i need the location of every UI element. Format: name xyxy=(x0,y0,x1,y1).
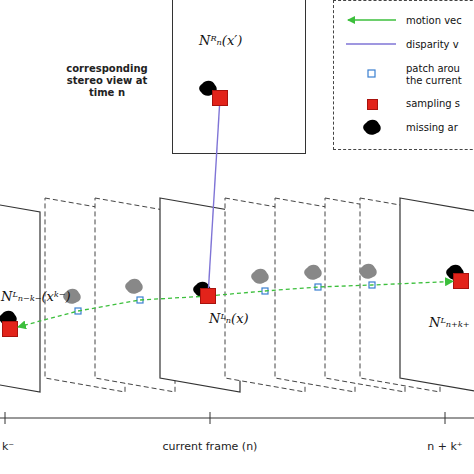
patch-square xyxy=(75,308,81,314)
patch-label: Nᴸₙ₋ₖ₋(xᵏ⁻) xyxy=(1,289,71,304)
patch-label: Nᴸₙ₊ₖ₊ xyxy=(429,315,470,330)
motion-vector xyxy=(18,297,200,327)
legend-text: patch arou the current xyxy=(406,63,468,87)
patch-square xyxy=(369,282,375,288)
sampling-square: Nᴸₙ₋ₖ₋(xᵏ⁻) xyxy=(2,321,18,337)
axis-tick xyxy=(445,412,446,424)
patch-label: Nᴿₙ(x′) xyxy=(199,33,242,48)
legend-text: disparity v xyxy=(406,39,468,51)
axis-label: n + k⁺ xyxy=(415,440,474,453)
sampling-square: Nᴸₙ(x) xyxy=(200,288,216,304)
stereo-view-frame: corresponding stereo view at time nNᴿₙ(x… xyxy=(172,0,306,154)
axis-label: current frame (n) xyxy=(150,440,270,453)
frame-heading: corresponding stereo view at time n xyxy=(63,63,151,99)
patch-square xyxy=(315,284,321,290)
legend-text: sampling s xyxy=(406,98,468,110)
disparity-vector xyxy=(209,106,220,288)
missing-area xyxy=(125,279,143,294)
legend-swatch xyxy=(367,99,378,110)
patch-label: Nᴸₙ(x) xyxy=(209,311,249,326)
missing-area xyxy=(251,269,269,284)
legend-box: motion vec disparity v patch arou the curr… xyxy=(333,0,474,150)
motion-vector xyxy=(216,281,453,295)
missing-area-sample xyxy=(363,120,381,135)
video-frame xyxy=(400,198,474,392)
legend-text: motion vec xyxy=(406,15,468,27)
disparity-vector-sample xyxy=(346,43,396,44)
axis-label: k⁻ xyxy=(2,440,14,453)
patch-square xyxy=(137,297,143,303)
patch-square xyxy=(262,288,268,294)
patch-sample xyxy=(368,70,375,77)
motion-vector-sample xyxy=(348,19,396,20)
sampling-square: Nᴸₙ₊ₖ₊ xyxy=(453,273,469,289)
axis-tick xyxy=(5,412,6,424)
missing-area xyxy=(359,264,377,279)
missing-area xyxy=(304,265,322,280)
axis-tick xyxy=(210,412,211,424)
time-axis xyxy=(0,418,474,419)
sampling-square: Nᴿₙ(x′) xyxy=(212,90,228,106)
legend-text: missing ar xyxy=(406,122,468,134)
